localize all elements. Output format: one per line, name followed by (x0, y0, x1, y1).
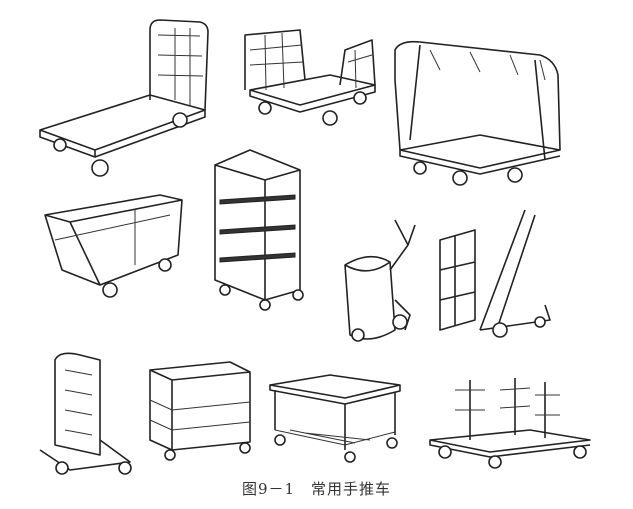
three-shelf-cart (149, 361, 251, 461)
mesh-bottom-table-cart (269, 374, 401, 463)
figure-caption: 图9－1 常用手推车 (0, 478, 633, 499)
hand-truck (439, 209, 551, 338)
drum-hand-truck (344, 219, 416, 342)
figure-number: 图9－1 (241, 480, 296, 498)
figure-illustration (39, 19, 591, 475)
tub-cart (44, 194, 183, 298)
hanging-rack-cart (394, 40, 561, 186)
flatbed-cart-double-handle (244, 29, 376, 126)
flatbed-cart-single-handle (39, 19, 209, 177)
pegboard-cart (39, 352, 132, 475)
figure-title: 常用手推车 (311, 480, 392, 498)
shelf-rack-cart (214, 149, 304, 311)
bar-rack-cart (429, 378, 591, 469)
